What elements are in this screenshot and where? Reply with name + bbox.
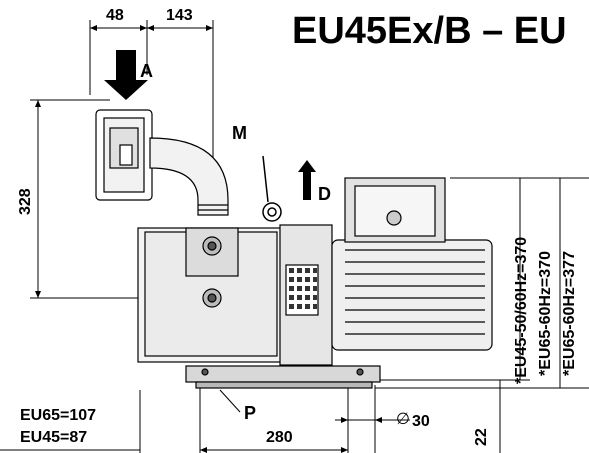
arrow-heads bbox=[35, 25, 348, 453]
dimension-lines bbox=[0, 20, 589, 453]
elbow-pipe bbox=[149, 137, 229, 216]
dim-left-offset-eu65: EU65=107 bbox=[20, 407, 97, 424]
dim-height-left: 328 bbox=[17, 188, 34, 215]
label-motor-marker: M bbox=[232, 123, 247, 143]
lifting-eye bbox=[262, 155, 282, 222]
base-frame bbox=[185, 365, 381, 389]
label-foot-point: P bbox=[244, 403, 257, 423]
inlet-arrow-icon bbox=[104, 50, 148, 100]
dim-diameter-symbol: ∅ bbox=[396, 411, 410, 428]
dim-foot-height: 22 bbox=[473, 428, 490, 446]
dim-left-offset-eu45: EU45=87 bbox=[20, 429, 88, 446]
lift-arrow-icon bbox=[298, 160, 316, 200]
height-note-3: *EU65-60Hz=377 bbox=[561, 251, 578, 376]
inlet-flange bbox=[95, 109, 153, 201]
dim-base-width: 280 bbox=[266, 429, 293, 446]
height-note-2: *EU65-60Hz=370 bbox=[537, 251, 554, 376]
diameter-pointer bbox=[219, 389, 382, 423]
label-lift-direction: D bbox=[318, 184, 331, 204]
drawing-title: EU45Ex/B – EU bbox=[292, 10, 567, 52]
motor bbox=[331, 177, 493, 351]
dim-top-right: 143 bbox=[166, 7, 193, 24]
label-inlet: A bbox=[140, 61, 153, 81]
vent-grille bbox=[289, 268, 317, 309]
dim-diameter-value: 30 bbox=[412, 413, 430, 430]
dim-top-left: 48 bbox=[106, 7, 124, 24]
pump-body bbox=[137, 224, 333, 366]
height-note-1: *EU45-50/60Hz=370 bbox=[513, 236, 530, 384]
